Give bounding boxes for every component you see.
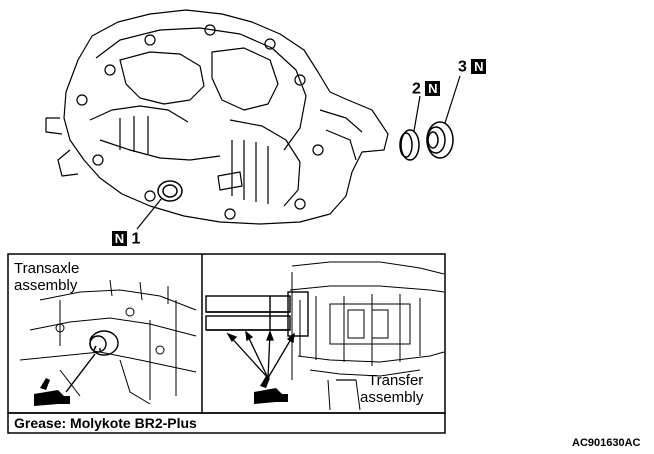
transaxle-label-line1: Transaxle (14, 260, 80, 277)
new-part-badge-2: N (425, 81, 441, 97)
transfer-assembly-label: Transfer assembly (360, 372, 423, 406)
new-part-badge-3: N (471, 59, 487, 75)
grease-note: Grease: Molykote BR2-Plus (14, 415, 197, 431)
grease-note-box (7, 412, 446, 434)
oil-seal-1 (157, 180, 183, 202)
leader-line-1 (136, 197, 163, 230)
transaxle-housing-outline (63, 9, 389, 225)
grease-pointers-right (226, 330, 295, 379)
oil-seal-2 (399, 129, 420, 161)
oil-seal-3 (426, 121, 454, 159)
transfer-closeup (289, 261, 445, 411)
left-seal-closeup (89, 330, 119, 356)
part1-number: 1 (131, 230, 141, 248)
transfer-shaft (205, 291, 309, 337)
grease-pointer-left (65, 353, 96, 393)
transfer-label-line2: assembly (360, 389, 424, 406)
leader-line-3 (444, 75, 461, 124)
callout-part1: N 1 (112, 230, 140, 247)
callout-part3: 3 N (458, 58, 487, 76)
grease-gun-icon (34, 378, 70, 406)
callout-part2: 2 N (412, 80, 441, 98)
transaxle-label-line2: assembly (14, 277, 78, 294)
transaxle-assembly-label: Transaxle assembly (14, 260, 79, 294)
transfer-label-line1: Transfer (368, 372, 424, 389)
grease-gun-icon-right (254, 376, 288, 404)
figure-id: AC901630AC (572, 437, 641, 449)
new-part-badge-1: N (112, 231, 127, 247)
transaxle-illustration (45, 9, 461, 230)
part2-number: 2 (412, 80, 421, 98)
part3-number: 3 (458, 58, 467, 76)
leader-line-2 (413, 95, 421, 132)
